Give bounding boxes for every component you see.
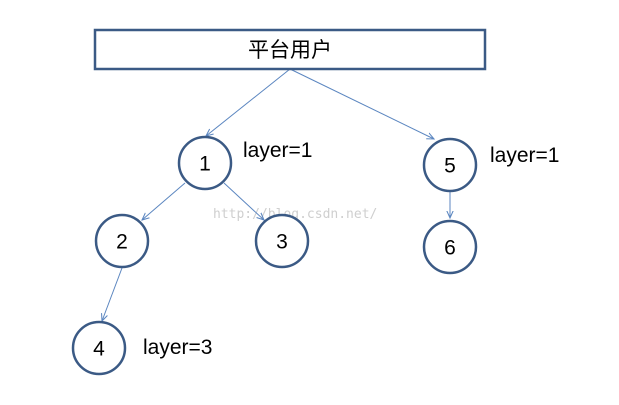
root-label: 平台用户	[248, 38, 332, 62]
node-6-circle	[422, 219, 478, 275]
node-4-circle	[71, 320, 127, 376]
node-3-label: 3	[276, 231, 288, 254]
edge-1-to-3	[223, 182, 264, 220]
node-1-label: 1	[199, 153, 211, 176]
node-6: 6	[422, 219, 478, 275]
node-6-label: 6	[444, 237, 456, 260]
layer-label-node-4: layer=3	[143, 336, 212, 359]
layer-label-node-1: layer=1	[243, 139, 312, 162]
node-4: 4	[71, 320, 127, 376]
node-2-label: 2	[116, 231, 128, 254]
node-5-label: 5	[444, 155, 456, 178]
node-5: 5	[422, 137, 478, 193]
edge-root-to-5	[289, 68, 434, 139]
node-4-label: 4	[93, 338, 105, 361]
edge-2-to-4	[102, 267, 123, 321]
node-3-circle	[254, 213, 310, 269]
node-5-circle	[422, 137, 478, 193]
node-2: 2	[94, 213, 150, 269]
node-2-circle	[94, 213, 150, 269]
root-box	[93, 28, 487, 71]
root-node: 平台用户	[93, 28, 487, 71]
node-1-circle	[177, 135, 233, 191]
edge-root-to-1	[206, 68, 291, 136]
edge-1-to-2	[142, 182, 186, 220]
node-3: 3	[254, 213, 310, 269]
node-1: 1	[177, 135, 233, 191]
edges	[102, 68, 450, 321]
layer-label-node-5: layer=1	[490, 144, 559, 167]
